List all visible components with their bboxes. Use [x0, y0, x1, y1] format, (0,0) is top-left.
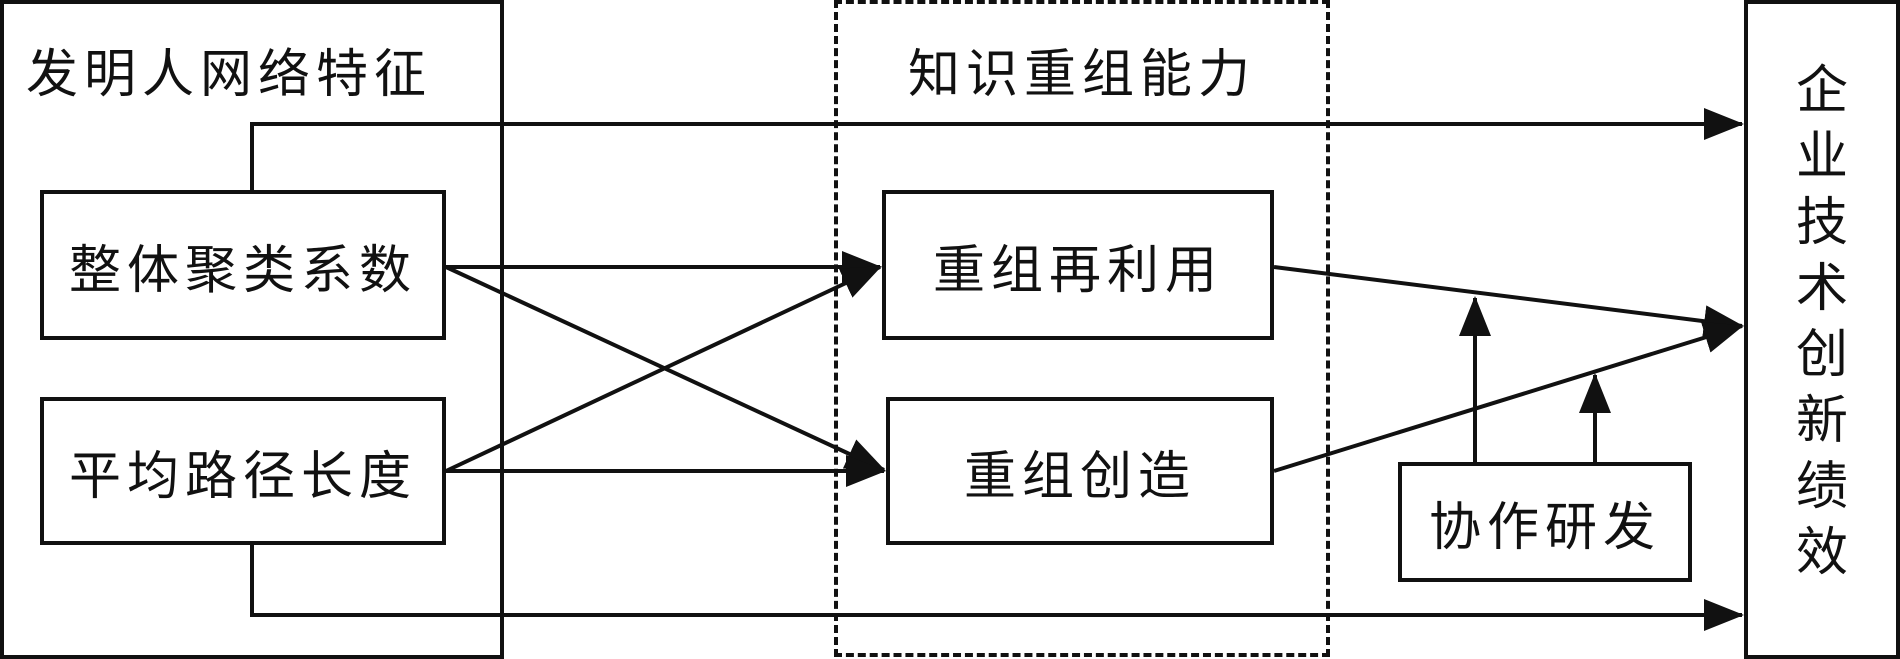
arrow-creation-to-performance [1273, 321, 1744, 473]
node-recombination-creation [886, 397, 1274, 545]
node-recombination-reuse [882, 190, 1274, 340]
node-recombination-creation-label: 重组创造 [963, 446, 1196, 507]
network-group-title: 发明人网络特征 [26, 44, 433, 105]
perf-char: 术 [1795, 259, 1848, 319]
arrow-reuse-to-performance [1273, 265, 1744, 338]
perf-char: 效 [1795, 523, 1848, 583]
perf-char: 业 [1795, 127, 1848, 187]
node-recombination-reuse-label: 重组再利用 [932, 240, 1223, 301]
node-collaborative-rd-label: 协作研发 [1428, 497, 1661, 558]
perf-char: 企 [1795, 61, 1848, 121]
perf-char: 创 [1795, 325, 1848, 385]
node-technological-innovation-performance-label: 企 业 技 术 创 新 绩 效 [1744, 52, 1900, 592]
arrow-pathlength-to-reuse [445, 265, 882, 473]
recombination-group-frame [834, 0, 1330, 657]
perf-char: 新 [1795, 391, 1848, 451]
recombination-group-title: 知识重组能力 [907, 44, 1256, 105]
network-group-frame [0, 0, 504, 659]
node-collaborative-rd [1398, 462, 1692, 582]
node-overall-clustering-label: 整体聚类系数 [68, 240, 417, 301]
arrow-pathlength-to-performance [250, 545, 1744, 631]
perf-char: 绩 [1795, 457, 1848, 517]
node-technological-innovation-performance [1744, 0, 1900, 659]
arrow-clustering-to-performance [250, 108, 1744, 190]
perf-char: 技 [1795, 193, 1848, 253]
node-overall-clustering [40, 190, 446, 340]
node-avg-path-length-label: 平均路径长度 [68, 446, 417, 507]
node-avg-path-length [40, 397, 446, 545]
